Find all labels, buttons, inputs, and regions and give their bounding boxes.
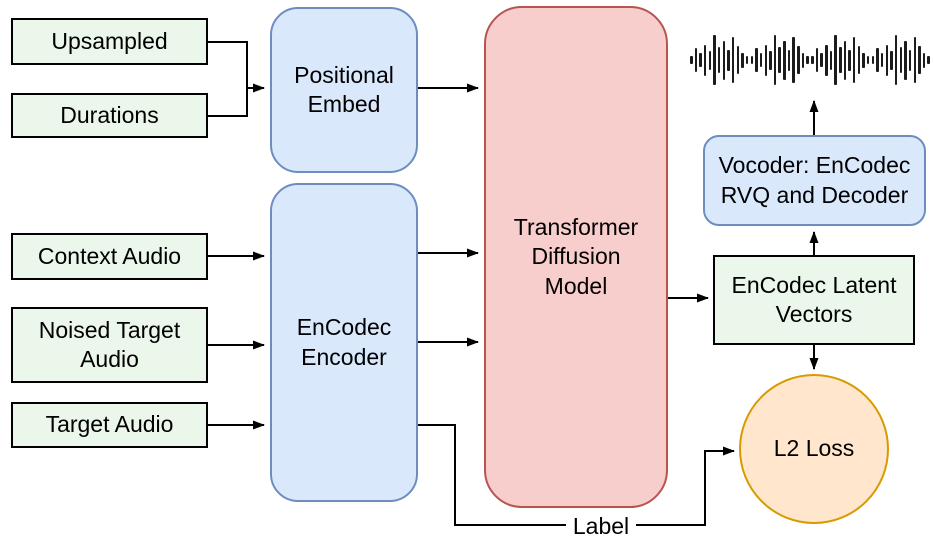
waveform-bar: [820, 53, 823, 67]
waveform-bar: [852, 37, 856, 83]
encodec-encoder-box: EnCodec Encoder: [270, 183, 418, 502]
waveform-bar: [801, 52, 805, 68]
waveform-bar: [834, 35, 837, 85]
durations-box: Durations: [11, 93, 208, 138]
waveform-bar: [857, 46, 861, 74]
waveform-bar: [927, 56, 930, 64]
waveform-bar: [694, 48, 698, 72]
transformer-diffusion-model-box: Transformer Diffusion Model: [484, 6, 668, 508]
encodec-latent-vectors-box: EnCodec Latent Vectors: [713, 255, 915, 345]
upsampled-label: Upsampled: [51, 27, 168, 54]
waveform-bar: [797, 46, 800, 74]
waveform-bar: [908, 49, 912, 71]
waveform-bar: [825, 44, 828, 76]
context-audio-label: Context Audio: [37, 242, 182, 269]
vocoder-box: Vocoder: EnCodec RVQ and Decoder: [703, 135, 926, 226]
waveform-bar: [745, 56, 749, 64]
positional-embed-box: Positional Embed: [270, 7, 418, 173]
waveform-bar: [764, 44, 767, 76]
waveform-bar: [773, 35, 777, 85]
waveform-bar: [787, 49, 791, 71]
edge-durations-to-posembed: [208, 83, 265, 117]
waveform-bar: [717, 47, 721, 73]
waveform-bar: [885, 44, 889, 76]
noised-target-audio-box: Noised Target Audio: [11, 307, 208, 383]
waveform-bar: [894, 35, 898, 85]
waveform-bar: [913, 37, 916, 83]
transformer-diffusion-model-label: Transformer Diffusion Model: [513, 213, 639, 299]
waveform-bar: [890, 50, 893, 70]
encodec-encoder-label: EnCodec Encoder: [296, 314, 392, 370]
waveform-bar: [815, 48, 819, 72]
waveform-bar: [690, 56, 693, 64]
l2-loss-label: L2 Loss: [773, 435, 855, 462]
target-audio-box: Target Audio: [11, 402, 208, 448]
waveform-bar: [839, 47, 842, 73]
positional-embed-label: Positional Embed: [294, 61, 394, 117]
waveform-bar: [880, 53, 884, 67]
waveform-bar: [876, 48, 879, 72]
waveform-bar: [871, 56, 875, 64]
l2-loss-circle: L2 Loss: [739, 374, 889, 524]
durations-label: Durations: [60, 101, 159, 128]
waveform-bar: [866, 56, 870, 64]
noised-target-audio-label: Noised Target Audio: [38, 316, 181, 372]
waveform-bar: [722, 40, 726, 80]
encodec-latent-vectors-label: EnCodec Latent Vectors: [731, 271, 897, 327]
waveform-bar: [829, 50, 833, 70]
waveform-bar: [848, 49, 851, 71]
waveform-bar: [750, 56, 754, 64]
waveform-bar: [731, 37, 735, 83]
waveform-bar: [922, 52, 926, 68]
edge-upsampled-merge: [208, 41, 248, 88]
label-edge-text: Label: [566, 513, 636, 540]
waveform-bar: [806, 56, 809, 64]
waveform-bar: [741, 52, 744, 68]
target-audio-label: Target Audio: [45, 411, 174, 438]
waveform-bar: [899, 47, 903, 73]
audio-waveform-icon: [690, 34, 930, 86]
waveform-bar: [904, 40, 907, 80]
waveform-bar: [843, 40, 847, 80]
waveform-bar: [727, 49, 730, 71]
context-audio-box: Context Audio: [11, 233, 208, 280]
waveform-bar: [699, 53, 702, 67]
waveform-bar: [778, 47, 781, 73]
waveform-bar: [769, 50, 772, 70]
waveform-bar: [811, 56, 814, 64]
waveform-bar: [703, 44, 707, 76]
waveform-bar: [783, 40, 786, 80]
vocoder-label: Vocoder: EnCodec RVQ and Decoder: [718, 152, 911, 208]
upsampled-box: Upsampled: [11, 18, 208, 65]
waveform-bar: [713, 35, 716, 85]
waveform-bar: [755, 48, 758, 72]
waveform-bar: [759, 53, 763, 67]
waveform-bar: [862, 52, 865, 68]
waveform-bar: [736, 46, 740, 74]
waveform-bar: [708, 50, 712, 70]
waveform-bar: [918, 46, 921, 74]
waveform-bar: [792, 37, 795, 83]
